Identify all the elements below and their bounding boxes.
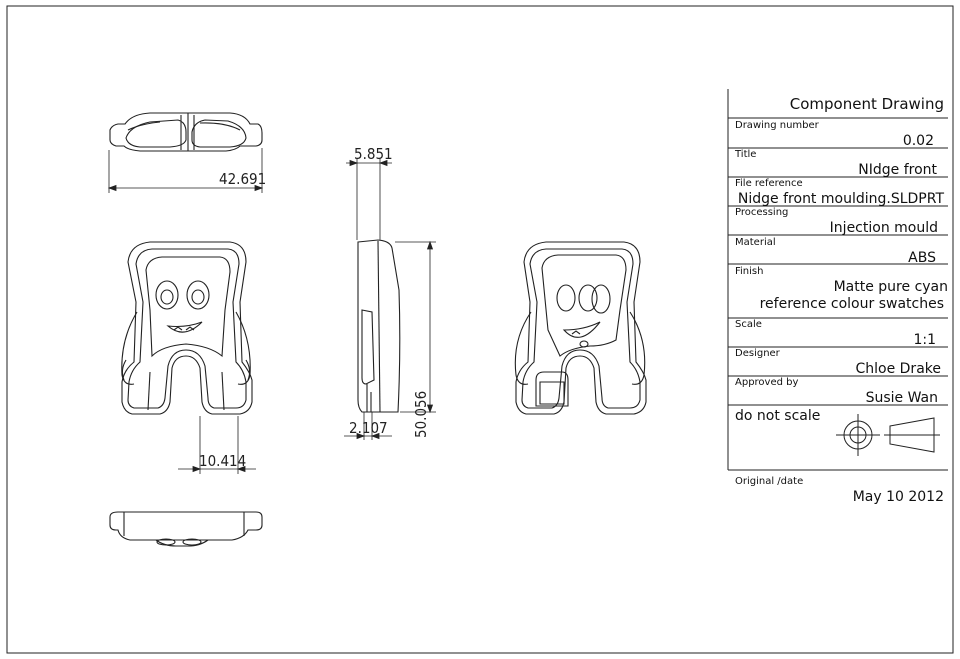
approved-value: Susie Wan [866, 390, 938, 406]
projection-symbol-icon [836, 414, 940, 456]
title-block-heading: Component Drawing [790, 95, 944, 113]
finish-value-line2: reference colour swatches [760, 296, 944, 312]
top-view [109, 112, 263, 152]
dim-top-width [107, 148, 264, 193]
title-label: Title [734, 149, 756, 160]
finish-value-line1: Matte pure cyan [834, 279, 948, 295]
drawing-number-label: Drawing number [735, 120, 820, 131]
finish-label: Finish [735, 266, 763, 277]
designer-value: Chloe Drake [855, 361, 941, 377]
dim-side-base [344, 412, 392, 440]
dim-top-width-value: 42.691 [219, 170, 266, 188]
drawing-number-value: 0.02 [903, 133, 934, 149]
title-value: NIdge front [858, 162, 937, 178]
designer-label: Designer [735, 348, 781, 359]
scale-value: 1:1 [913, 332, 936, 348]
original-date-label: Original /date [735, 476, 803, 487]
dim-side-depth [346, 158, 392, 240]
dim-leg-gap-value: 10.414 [199, 452, 246, 470]
dim-side-depth-value: 5.851 [354, 145, 393, 163]
date-value: May 10 2012 [853, 489, 944, 505]
rear-view [514, 241, 647, 415]
title-block: Component Drawing Drawing number 0.02 Ti… [727, 89, 948, 505]
material-value: ABS [908, 250, 936, 266]
dim-side-height-value: 50.056 [412, 391, 430, 438]
bottom-view [109, 511, 263, 547]
material-label: Material [735, 237, 776, 248]
dim-side-base-value: 2.107 [349, 419, 388, 437]
file-reference-label: File reference [735, 178, 803, 189]
file-reference-value: Nidge front moulding.SLDPRT [738, 191, 945, 207]
dim-leg-gap [178, 416, 256, 474]
approved-label: Approved by [735, 377, 798, 388]
dim-side-height [395, 240, 436, 414]
processing-value: Injection mould [830, 220, 938, 236]
processing-label: Processing [735, 207, 788, 218]
sheet-border [6, 5, 954, 654]
do-not-scale-note: do not scale [735, 408, 820, 424]
front-view [121, 241, 253, 415]
scale-label: Scale [735, 319, 762, 330]
side-view [357, 239, 401, 413]
